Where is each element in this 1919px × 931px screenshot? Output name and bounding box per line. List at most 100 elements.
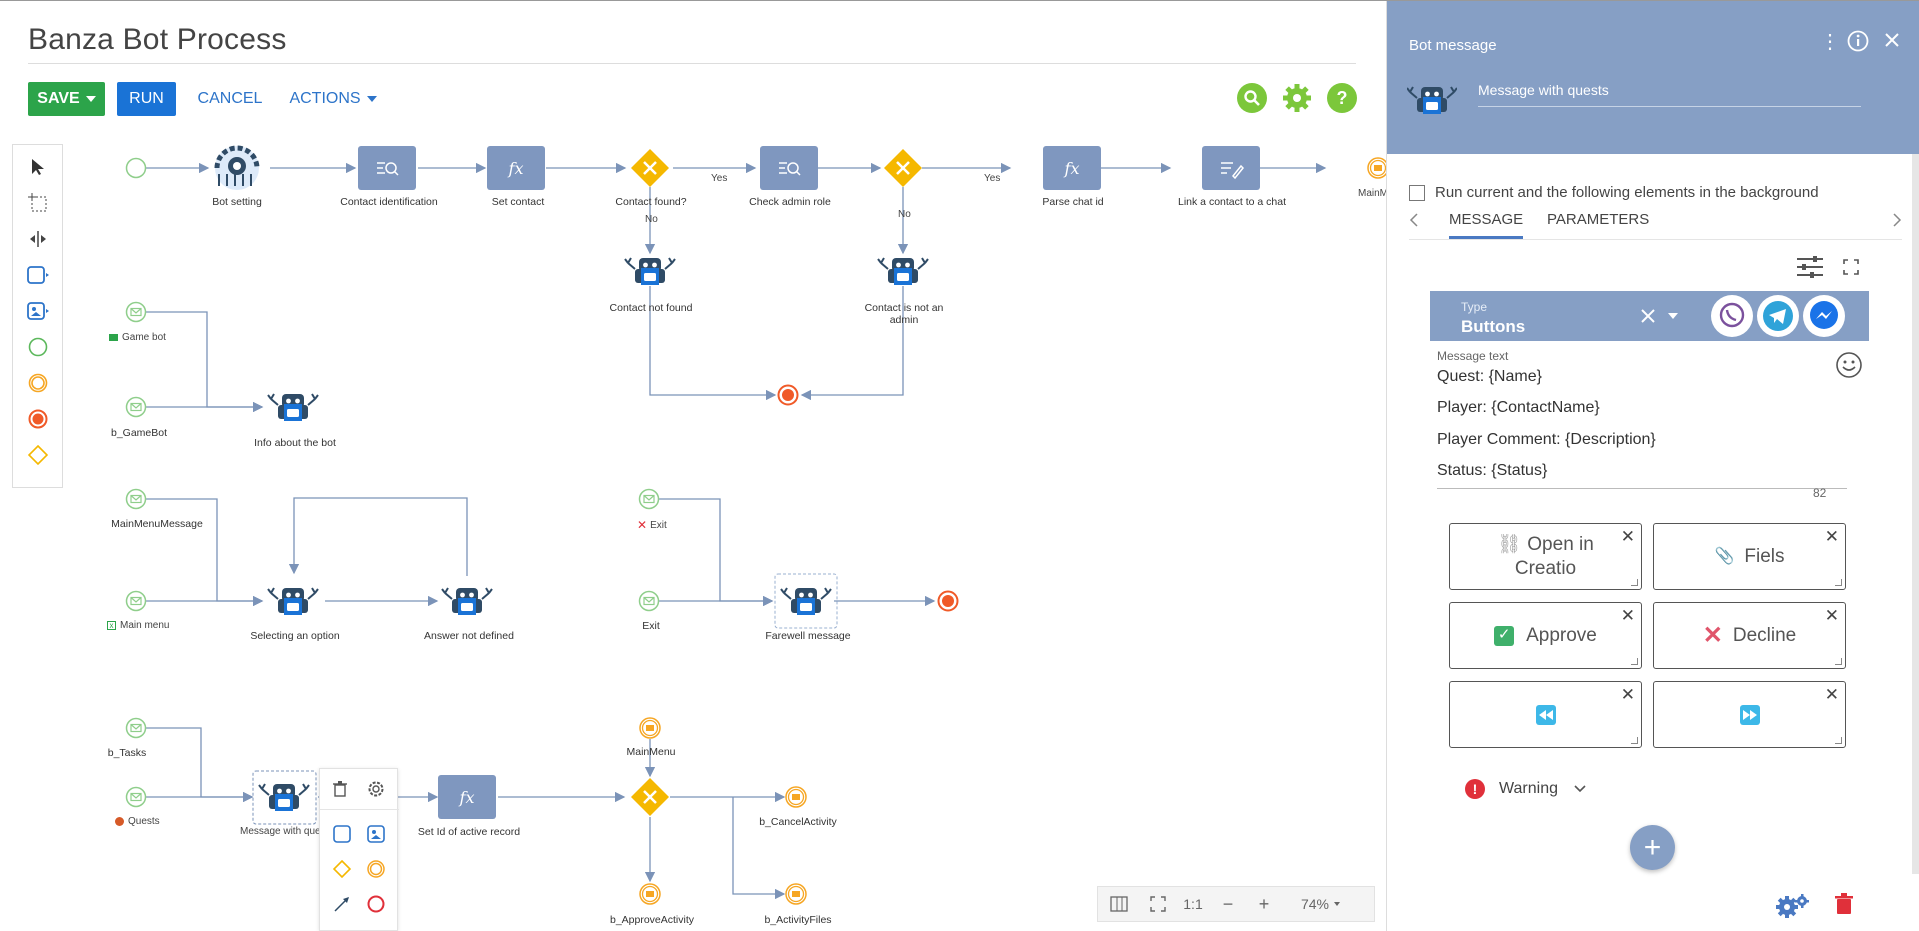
- add-end-event-icon[interactable]: [367, 895, 385, 918]
- resize-handle[interactable]: [1835, 658, 1842, 665]
- move-canvas-tool-icon[interactable]: [25, 226, 51, 252]
- exit-start-1[interactable]: [638, 488, 660, 510]
- message-text-line[interactable]: Player Comment: {Description}: [1437, 431, 1656, 448]
- quest-button-rewind[interactable]: ✕: [1449, 681, 1642, 748]
- b-tasks-start[interactable]: [125, 717, 147, 739]
- b-gamebot-start[interactable]: [125, 396, 147, 418]
- main-menu-message-start[interactable]: [125, 488, 147, 510]
- bot-setting-node[interactable]: [214, 145, 260, 190]
- add-subprocess-icon[interactable]: [367, 825, 385, 848]
- set-id-record-node[interactable]: fx: [438, 775, 496, 819]
- start-event-icon[interactable]: [25, 334, 51, 360]
- resize-handle[interactable]: [1631, 737, 1638, 744]
- quest-gateway[interactable]: [629, 776, 671, 818]
- exit-start-2[interactable]: [638, 590, 660, 612]
- check-admin-role-node[interactable]: [760, 146, 818, 190]
- cancel-button[interactable]: CANCEL: [197, 90, 263, 107]
- delete-icon[interactable]: [1835, 893, 1853, 920]
- info-icon[interactable]: [1847, 30, 1869, 58]
- task-element-icon[interactable]: [25, 262, 51, 288]
- pointer-tool-icon[interactable]: [25, 154, 51, 180]
- chevron-right-icon[interactable]: [1892, 212, 1902, 232]
- main-menu-start[interactable]: [125, 590, 147, 612]
- start-event[interactable]: [125, 157, 147, 179]
- expand-icon[interactable]: [1843, 259, 1859, 280]
- message-type-select[interactable]: Type Buttons: [1430, 291, 1869, 341]
- resize-handle[interactable]: [1835, 579, 1842, 586]
- add-button[interactable]: +: [1630, 825, 1675, 870]
- main-menu-event-cut[interactable]: [1367, 157, 1386, 179]
- close-icon[interactable]: ✕: [1824, 527, 1839, 546]
- add-gateway-icon[interactable]: [332, 859, 352, 883]
- search-icon[interactable]: [1237, 83, 1267, 113]
- info-bot[interactable]: [267, 393, 319, 422]
- message-text-line[interactable]: Player: {ContactName}: [1437, 399, 1600, 416]
- b-cancel-activity-event[interactable]: [785, 786, 807, 808]
- select-area-tool-icon[interactable]: [25, 190, 51, 216]
- panel-scrollbar[interactable]: [1912, 154, 1919, 874]
- resize-handle[interactable]: [1631, 658, 1638, 665]
- quest-button-files[interactable]: ✕ 📎Fiels: [1653, 523, 1846, 590]
- main-menu-2-event[interactable]: [639, 717, 661, 739]
- contact-identification-node[interactable]: [358, 146, 416, 190]
- close-icon[interactable]: ✕: [1824, 685, 1839, 704]
- message-text-line[interactable]: Quest: {Name}: [1437, 368, 1542, 385]
- end-event-2[interactable]: [937, 590, 959, 612]
- link-contact-node[interactable]: [1202, 146, 1260, 190]
- zoom-in-button[interactable]: +: [1258, 893, 1270, 914]
- message-with-quests-bot[interactable]: [258, 783, 310, 812]
- message-text-line[interactable]: Status: {Status}: [1437, 462, 1548, 479]
- chevron-left-icon[interactable]: [1409, 212, 1419, 232]
- set-contact-node[interactable]: fx: [487, 146, 545, 190]
- settings-icon[interactable]: [1775, 892, 1811, 925]
- sliders-icon[interactable]: [1796, 255, 1824, 284]
- close-icon[interactable]: [1884, 31, 1900, 54]
- settings-icon[interactable]: [367, 780, 385, 803]
- gateway-icon[interactable]: [25, 442, 51, 468]
- messenger-icon[interactable]: [1803, 295, 1845, 337]
- resize-handle[interactable]: [1631, 579, 1638, 586]
- background-run-checkbox[interactable]: [1409, 184, 1425, 201]
- gear-icon[interactable]: [1282, 83, 1312, 113]
- minimap-icon[interactable]: [1098, 887, 1140, 921]
- close-icon[interactable]: ✕: [1620, 606, 1635, 625]
- admin-role-gateway[interactable]: [882, 147, 924, 189]
- run-button[interactable]: RUN: [117, 82, 176, 116]
- help-icon[interactable]: ?: [1327, 83, 1357, 113]
- end-event-icon[interactable]: [25, 406, 51, 432]
- parse-chat-id-node[interactable]: fx: [1043, 146, 1101, 190]
- add-task-icon[interactable]: [333, 825, 351, 848]
- farewell-message-bot[interactable]: [780, 587, 832, 616]
- actual-size-button[interactable]: 1:1: [1183, 896, 1203, 912]
- telegram-icon[interactable]: [1757, 295, 1799, 337]
- b-approve-activity-event[interactable]: [639, 883, 661, 905]
- subprocess-element-icon[interactable]: [25, 298, 51, 324]
- clear-type-icon[interactable]: [1640, 308, 1656, 329]
- game-bot-start[interactable]: [125, 301, 147, 323]
- close-icon[interactable]: ✕: [1824, 606, 1839, 625]
- save-button[interactable]: SAVE: [28, 82, 105, 116]
- tab-parameters[interactable]: PARAMETERS: [1547, 211, 1650, 228]
- actions-button[interactable]: ACTIONS: [288, 82, 378, 116]
- emoji-icon[interactable]: [1835, 351, 1863, 384]
- quest-button-approve[interactable]: ✕ ✓Approve: [1449, 602, 1642, 669]
- zoom-level-select[interactable]: 74%: [1282, 887, 1352, 921]
- tab-message[interactable]: MESSAGE: [1449, 211, 1524, 239]
- quest-button-forward[interactable]: ✕: [1653, 681, 1846, 748]
- warning-toggle[interactable]: ! Warning: [1465, 779, 1586, 799]
- add-flow-arrow-icon[interactable]: [333, 895, 351, 918]
- contact-not-admin-bot[interactable]: [877, 257, 929, 286]
- selecting-option-bot[interactable]: [267, 587, 319, 616]
- viber-icon[interactable]: [1711, 295, 1753, 337]
- fit-to-screen-icon[interactable]: [1140, 887, 1176, 921]
- add-intermediate-event-icon[interactable]: [367, 860, 385, 883]
- contact-not-found-bot[interactable]: [624, 257, 676, 286]
- trash-icon[interactable]: [333, 781, 347, 802]
- end-event-1[interactable]: [777, 384, 799, 406]
- background-run-checkbox-row[interactable]: Run current and the following elements i…: [1409, 184, 1819, 201]
- intermediate-event-icon[interactable]: [25, 370, 51, 396]
- resize-handle[interactable]: [1835, 737, 1842, 744]
- answer-not-defined-bot[interactable]: [441, 587, 493, 616]
- chevron-down-icon[interactable]: [1668, 313, 1678, 319]
